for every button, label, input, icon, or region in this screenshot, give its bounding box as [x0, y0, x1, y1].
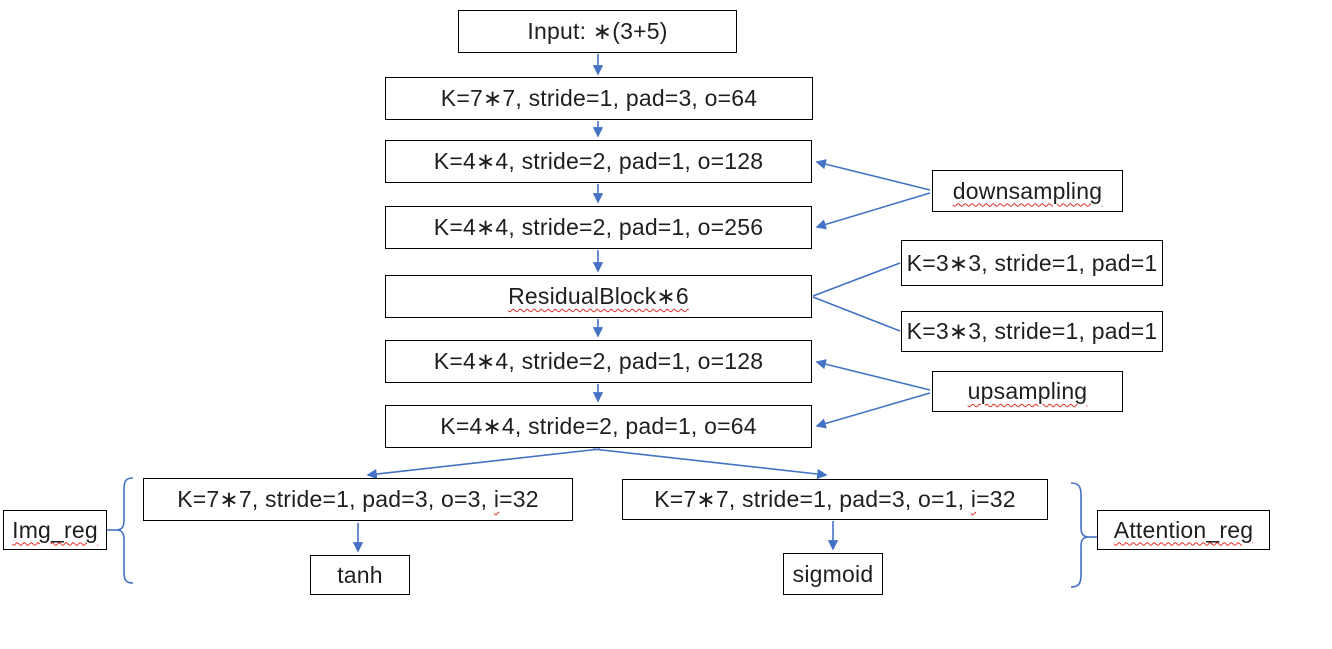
node-downsampling-label: downsampling	[952, 177, 1103, 204]
node-down1-label: K=4∗4, stride=2, pad=1, o=128	[433, 148, 764, 174]
node-down1: K=4∗4, stride=2, pad=1, o=128	[385, 140, 812, 183]
node-attention-output-conv: K=7∗7, stride=1, pad=3, o=1, i=32	[622, 479, 1048, 520]
node-sigmoid: sigmoid	[783, 553, 883, 595]
node-up1-label: K=4∗4, stride=2, pad=1, o=128	[433, 348, 764, 374]
node-upsampling: upsampling	[932, 371, 1123, 412]
node-residual-block-label: ResidualBlock∗6	[508, 283, 689, 309]
brace-attention-reg	[1070, 482, 1090, 588]
arrow-upsampling-to-up2	[815, 392, 931, 429]
node-attention-output-conv-label: K=7∗7, stride=1, pad=3, o=1, i=32	[654, 486, 1016, 513]
node-conv-in: K=7∗7, stride=1, pad=3, o=64	[385, 77, 813, 120]
node-residual-conv-detail-1: K=3∗3, stride=1, pad=1	[901, 240, 1163, 286]
node-residual-conv-detail-2-label: K=3∗3, stride=1, pad=1	[906, 318, 1158, 344]
node-tanh-label: tanh	[337, 561, 383, 588]
image-conv-label-typo: i	[493, 486, 500, 512]
node-tanh: tanh	[310, 555, 410, 595]
node-upsampling-label: upsampling	[967, 378, 1088, 404]
node-image-output-conv: K=7∗7, stride=1, pad=3, o=3, i=32	[143, 478, 573, 521]
node-residual-conv-detail-2: K=3∗3, stride=1, pad=1	[901, 311, 1163, 352]
attention-conv-label-pre: K=7∗7, stride=1, pad=3, o=1,	[654, 486, 971, 512]
node-attention-reg-label-box: Attention_reg	[1097, 510, 1270, 550]
arrow-downsampling-to-down2	[815, 192, 931, 230]
img-reg-label: Img_reg	[12, 516, 98, 543]
line-residual-to-conv-detail-1	[812, 262, 901, 297]
node-up2: K=4∗4, stride=2, pad=1, o=64	[385, 405, 812, 448]
node-residual-block: ResidualBlock∗6	[385, 275, 812, 318]
arrow-up2-to-attention-conv	[592, 448, 828, 480]
node-up1: K=4∗4, stride=2, pad=1, o=128	[385, 340, 812, 383]
line-residual-to-conv-detail-2	[812, 296, 901, 332]
arrow-up2-to-image-conv	[366, 448, 601, 480]
brace-img-reg	[115, 477, 134, 584]
node-downsampling: downsampling	[932, 170, 1123, 212]
node-input: Input: ∗(3+5)	[458, 10, 737, 53]
node-down2: K=4∗4, stride=2, pad=1, o=256	[385, 206, 812, 249]
attention-conv-label-post: =32	[976, 486, 1016, 512]
attention-conv-label-typo: i	[970, 486, 977, 512]
node-up2-label: K=4∗4, stride=2, pad=1, o=64	[440, 413, 757, 439]
attention-reg-label: Attention_reg	[1113, 516, 1254, 543]
arrow-upsampling-to-up1	[815, 359, 931, 391]
node-img-reg-label-box: Img_reg	[3, 510, 107, 550]
image-conv-label-post: =32	[499, 486, 539, 512]
node-conv-in-label: K=7∗7, stride=1, pad=3, o=64	[440, 85, 758, 111]
node-sigmoid-label: sigmoid	[792, 560, 874, 587]
node-image-output-conv-label: K=7∗7, stride=1, pad=3, o=3, i=32	[177, 486, 539, 513]
image-conv-label-pre: K=7∗7, stride=1, pad=3, o=3,	[177, 486, 494, 512]
node-residual-conv-detail-1-label: K=3∗3, stride=1, pad=1	[906, 249, 1158, 276]
arrow-downsampling-to-down1	[815, 159, 931, 191]
node-input-label: Input: ∗(3+5)	[527, 18, 668, 44]
node-down2-label: K=4∗4, stride=2, pad=1, o=256	[433, 214, 764, 240]
